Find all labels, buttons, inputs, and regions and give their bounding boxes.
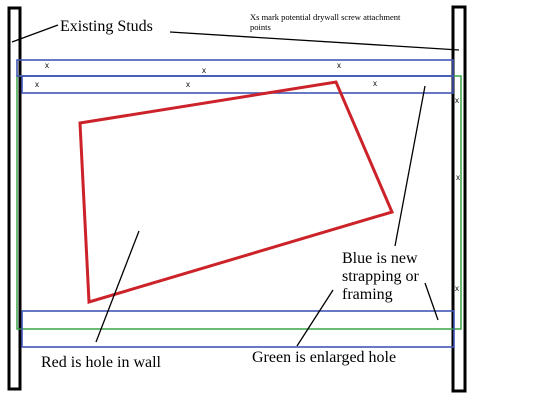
blue-leader-upper	[394, 85, 426, 247]
blue-strapping-label-line3: framing	[342, 286, 393, 303]
top-strapping-upper	[16, 59, 454, 77]
screw-point-mark: x	[35, 80, 39, 89]
screw-point-mark: x	[455, 96, 459, 105]
screw-point-mark: x	[456, 173, 460, 182]
left-stud	[7, 6, 22, 391]
xs-note-line1: Xs mark potential drywall screw attachme…	[250, 12, 401, 22]
red-leader	[95, 230, 140, 343]
screw-point-mark: x	[202, 66, 206, 75]
blue-leader-lower	[424, 282, 439, 321]
red-hole-label: Red is hole in wall	[41, 354, 161, 371]
top-strapping-lower	[21, 75, 454, 94]
xs-note-line2: points	[250, 22, 271, 32]
screw-point-mark: x	[373, 79, 377, 88]
studs-leader-left	[11, 24, 59, 43]
existing-studs-label: Existing Studs	[60, 18, 153, 35]
screw-point-mark: x	[455, 284, 459, 293]
hole-in-wall-outline	[78, 80, 395, 304]
screw-point-mark: x	[186, 80, 190, 89]
screw-point-mark: x	[45, 61, 49, 70]
studs-leader-right	[169, 31, 460, 51]
screw-point-mark: x	[337, 61, 341, 70]
right-stud	[451, 5, 467, 393]
blue-strapping-label-line2: strapping or	[342, 268, 419, 285]
green-hole-label: Green is enlarged hole	[252, 349, 397, 366]
green-leader	[296, 289, 334, 347]
blue-strapping-label-line1: Blue is new	[342, 250, 418, 267]
bottom-strapping	[21, 310, 455, 348]
